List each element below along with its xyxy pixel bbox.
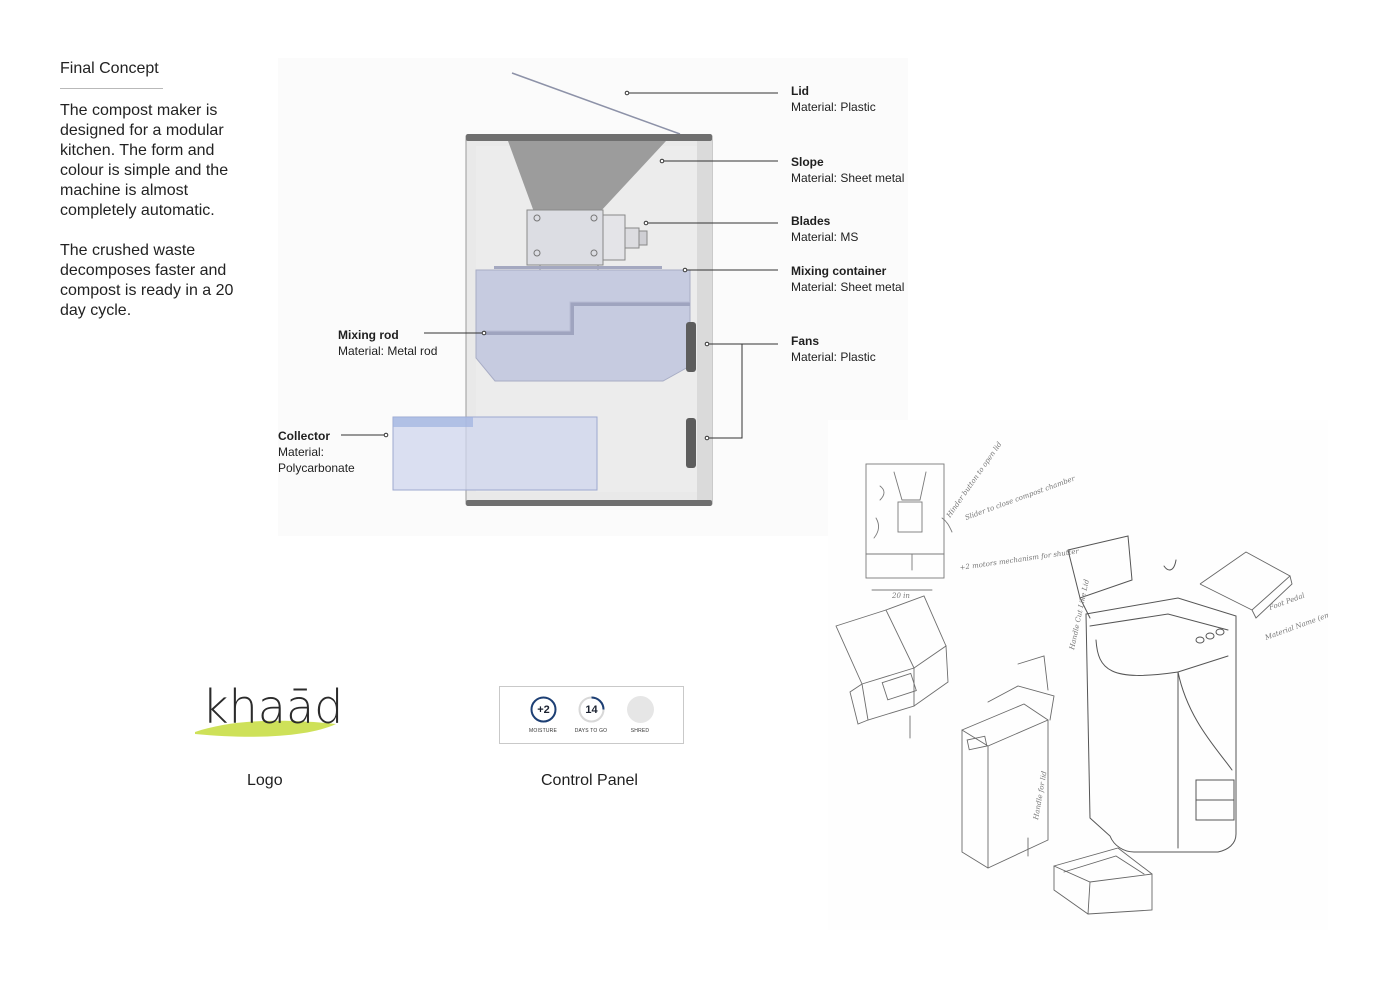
fan-upper [686,322,696,372]
intro-paragraph-2: The crushed waste decomposes faster and … [60,242,234,319]
lid-open-line [511,72,681,135]
mixing-rod [484,302,690,335]
base-bar [466,500,712,506]
callout-collector-name: Collector [278,429,331,443]
slope-hopper [508,141,666,212]
sketch-note-motors: +2 motors mechanism for shutter [959,547,1080,572]
logo-wordmark: khaād [202,680,344,734]
title-underline [60,88,163,89]
callout-lid-name: Lid [791,84,809,98]
callout-collector: Collector Material: Polycarbonate [278,428,355,476]
callout-collector-material-value: Polycarbonate [278,461,355,475]
intro-paragraph-1: The compost maker is designed for a modu… [60,102,229,219]
callout-mixing-rod-material: Material: Metal rod [338,344,438,358]
blades-housing [526,209,604,266]
callout-lid: Lid Material: Plastic [791,83,876,115]
intro-section: Final Concept The compost maker is desig… [60,60,260,341]
callout-slope-name: Slope [791,155,824,169]
callout-mixing-container-name: Mixing container [791,264,887,278]
logo-swoosh [195,720,336,737]
collector [392,416,598,491]
callout-mixing-container-material: Material: Sheet metal [791,280,905,294]
machine-side-panel [697,140,712,502]
callout-lid-material: Material: Plastic [791,100,876,114]
sketch-note-side: Handle Cut Like Lid [1068,578,1091,651]
callout-mixing-container: Mixing container Material: Sheet metal [791,263,904,295]
callout-slope-material: Material: Sheet metal [791,171,905,185]
callout-collector-material: Material: [278,445,325,459]
callout-mixing-rod-name: Mixing rod [338,328,399,342]
callout-blades-material: Material: MS [791,230,859,244]
moisture-ring [530,696,557,723]
moisture-label: MOISTURE [529,728,557,734]
sketch-note-foot: Foot Pedal [1267,592,1306,613]
days-value: 14 [585,703,598,716]
lid-bar [466,134,712,141]
callout-blades: Blades Material: MS [791,213,858,245]
container-top [494,266,662,269]
page-title: Final Concept [60,60,159,77]
days-ring [578,696,605,723]
sketch-note-slider: Slider to close compost chamber [964,474,1077,522]
fan-lower [686,418,696,468]
callout-slope: Slope Material: Sheet metal [791,154,904,186]
sketch-note-bottom: Handle for lid [1032,770,1049,821]
moisture-value: +2 [537,703,550,716]
callout-fans-name: Fans [791,334,820,348]
callout-fans-material: Material: Plastic [791,350,876,364]
sketch-drawing: Hinder button to open lid Slider to clos… [835,440,1358,915]
concept-sketches: Hinder button to open lid Slider to clos… [828,420,1358,930]
callout-fans: Fans Material: Plastic [791,333,876,365]
control-panel-caption: Control Panel [541,772,638,789]
logo-caption: Logo [247,772,283,789]
shred-label: SHRED [630,728,650,734]
shred-button[interactable] [627,696,654,723]
moisture-dial[interactable]: +2 [530,696,557,723]
mixing-container [475,269,691,382]
control-panel: +2 MOISTURE 14 DAYS TO GO SHRED [499,686,684,744]
days-dial[interactable]: 14 [578,696,605,723]
callout-mixing-rod: Mixing rod Material: Metal rod [338,327,437,359]
callout-blades-name: Blades [791,214,831,228]
khaad-logo: khaād [190,680,344,740]
sketch-note-dim: 20 in [891,592,910,600]
days-label: DAYS TO GO [574,728,608,734]
